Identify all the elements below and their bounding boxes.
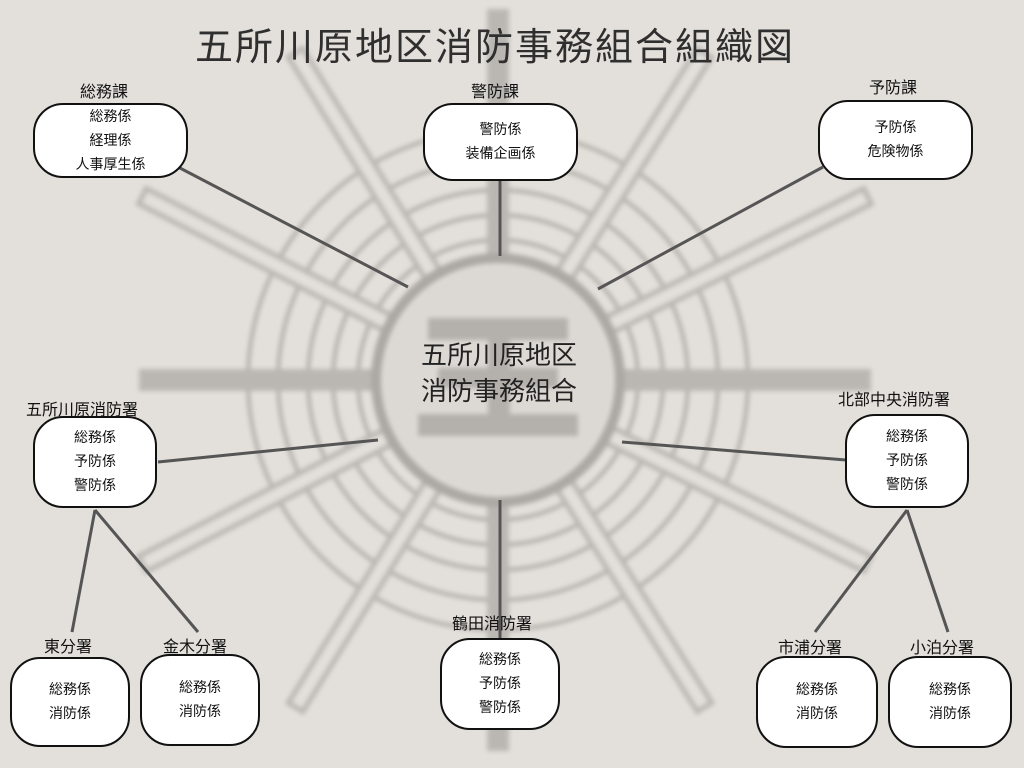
section-item: 予防係 [886,453,928,469]
section-item: 消防係 [796,706,838,722]
dept-box-soumu: 総務係 経理係 人事厚生係 [33,103,188,178]
section-item: 警防係 [479,700,521,716]
dept-box-kodomari: 総務係 消防係 [888,656,1012,748]
section-item: 消防係 [929,706,971,722]
section-item: 予防係 [74,454,116,470]
section-item: 警防係 [74,478,116,494]
section-item: 予防係 [479,676,521,692]
section-item: 総務係 [886,429,928,445]
dept-label-tsuruta: 鶴田消防署 [452,614,533,633]
dept-label-goshogawara: 五所川原消防署 [26,400,139,419]
center-label-line1: 五所川原地区 [420,341,577,371]
section-item: 経理係 [89,132,132,149]
section-item: 装備企画係 [465,146,536,162]
link-hokubu-ichiura [813,509,909,633]
dept-label-yobou: 予防課 [869,78,918,97]
section-item: 総務係 [929,682,971,698]
dept-box-goshogawara: 総務係 予防係 警防係 [33,416,157,508]
section-item: 総務係 [89,108,132,125]
link-center-hokubu [621,440,847,462]
dept-box-ichiura: 総務係 消防係 [756,656,878,748]
link-goshogawara-higashi [70,509,97,633]
section-item: 人事厚生係 [75,156,146,173]
dept-label-kodomari: 小泊分署 [910,638,975,657]
dept-label-higashi: 東分署 [44,637,93,656]
section-item: 消防係 [49,706,91,722]
dept-box-hokubu: 総務係 予防係 警防係 [845,414,969,508]
link-center-yobou [597,165,824,291]
link-center-goshogawara [157,438,379,464]
center-label-line2: 消防事務組合 [420,377,577,407]
dept-box-higashi: 総務係 消防係 [10,657,130,747]
section-item: 予防係 [874,120,917,136]
section-item: 危険物係 [867,144,924,160]
section-item: 警防係 [886,477,928,493]
dept-box-kanagi: 総務係 消防係 [140,654,260,746]
link-hokubu-kodomari [905,509,950,633]
center-organization-label: 五所川原地区 消防事務組合 [386,338,612,410]
section-item: 総務係 [49,682,91,698]
dept-label-ichiura: 市浦分署 [778,638,843,657]
page-title: 五所川原地区消防事務組合組織図 [194,25,795,69]
section-item: 総務係 [479,652,521,668]
section-item: 消防係 [179,704,221,720]
dept-label-soumu: 総務課 [80,82,129,101]
link-goshogawara-kanagi [93,509,200,633]
dept-label-hokubu: 北部中央消防署 [838,390,951,409]
dept-label-kanagi: 金木分署 [163,637,228,656]
section-item: 警防係 [479,122,522,138]
section-item: 総務係 [74,430,116,446]
dept-box-keibou: 警防係 装備企画係 [423,103,578,181]
section-item: 総務係 [796,682,838,698]
dept-label-keibou: 警防課 [471,82,520,101]
link-center-soumu [177,165,409,289]
emblem-center-mark [418,318,578,436]
dept-box-yobou: 予防係 危険物係 [818,100,973,180]
dept-box-tsuruta: 総務係 予防係 警防係 [440,638,560,730]
section-item: 総務係 [179,680,221,696]
